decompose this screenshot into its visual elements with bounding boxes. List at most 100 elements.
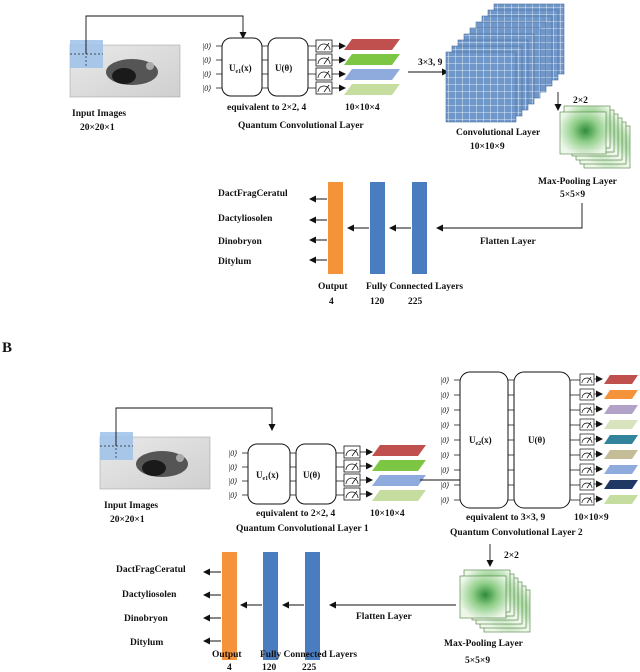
panel-b: Input Images 20×20×1 |0⟩ |0⟩ |0⟩ |0⟩ Ue1… xyxy=(99,371,638,672)
qconv1-label-b: Quantum Convolutional Layer 1 xyxy=(236,524,369,534)
input-dims-a: 20×20×1 xyxy=(80,123,115,133)
encoding-gate-label-b1: Ue1(x) xyxy=(256,470,279,482)
output-n-a: 4 xyxy=(329,297,334,307)
pool-dims-a: 5×5×9 xyxy=(560,190,585,200)
ket: |0⟩ xyxy=(440,436,449,445)
pool-label-a: Max-Pooling Layer xyxy=(538,177,618,187)
output-layer-a xyxy=(328,182,343,274)
input-image-b xyxy=(99,432,211,490)
fc-label-b: Fully Connected Layers xyxy=(260,650,357,660)
input-dims-b: 20×20×1 xyxy=(110,515,145,525)
fc-layer-120-a xyxy=(370,182,385,274)
panel-b-letter: B xyxy=(2,340,12,356)
pool-kernel-b: 2×2 xyxy=(504,551,519,561)
feature-maps-b2 xyxy=(604,375,638,504)
fc-layer-120-b xyxy=(263,552,278,660)
output-label-a: Output xyxy=(318,282,348,292)
class-label: Dactyliosolen xyxy=(122,590,177,600)
ket: |0⟩ xyxy=(440,406,449,415)
equivalent-label-b2: equivalent to 3×3, 9 xyxy=(466,513,546,523)
ket: |0⟩ xyxy=(228,463,237,472)
ket: |0⟩ xyxy=(202,42,211,51)
variational-gate-b2 xyxy=(513,371,571,509)
qconv-label-a: Quantum Convolutional Layer xyxy=(238,121,364,131)
variational-gate-label-a: U(θ) xyxy=(275,63,292,73)
fc1-n-a: 120 xyxy=(370,297,385,307)
max-pooling-stack-a xyxy=(559,105,631,169)
class-label: Dinobryon xyxy=(218,237,263,247)
input-image-a xyxy=(69,40,181,98)
qconv2-dims-b: 10×10×9 xyxy=(574,513,609,523)
measurement-icons-a xyxy=(315,39,333,95)
qubit-kets-b2: |0⟩ |0⟩ |0⟩ |0⟩ |0⟩ |0⟩ |0⟩ |0⟩ |0⟩ xyxy=(440,376,449,505)
ket: |0⟩ xyxy=(202,56,211,65)
fc-label-a: Fully Connected Layers xyxy=(366,282,463,292)
ket: |0⟩ xyxy=(202,84,211,93)
conv-arrow-label-a: 3×3, 9 xyxy=(418,58,443,68)
pool-label-b: Max-Pooling Layer xyxy=(444,639,524,649)
measurement-arrows-b2 xyxy=(594,375,603,503)
encoding-gate-label-b2: Ue2(x) xyxy=(469,435,492,447)
pool-dims-b: 5×5×9 xyxy=(465,656,490,666)
qconv-dims-a: 10×10×4 xyxy=(345,103,380,113)
equivalent-label-a: equivalent to 2×2, 4 xyxy=(227,103,307,113)
qubit-kets-b1: |0⟩ |0⟩ |0⟩ |0⟩ xyxy=(228,449,237,500)
variational-gate-a xyxy=(267,37,309,97)
ket: |0⟩ xyxy=(228,477,237,486)
conv-label-a: Convolutional Layer xyxy=(456,128,541,138)
fc-layer-225-a xyxy=(412,182,427,274)
feature-maps-b1 xyxy=(372,445,426,501)
input-label-a: Input Images xyxy=(72,109,126,119)
class-label: DactFragCeratul xyxy=(116,565,186,575)
fc-layer-225-b xyxy=(305,552,320,660)
conv-dims-a: 10×10×9 xyxy=(470,142,505,152)
ket: |0⟩ xyxy=(440,466,449,475)
qubit-kets-a: |0⟩ |0⟩ |0⟩ |0⟩ xyxy=(202,42,211,93)
conv-layer-stack-a xyxy=(445,3,565,123)
class-label: Ditylum xyxy=(218,257,251,267)
encoding-gate-label-a: Ue1(x) xyxy=(229,63,252,75)
ket: |0⟩ xyxy=(440,451,449,460)
ket: |0⟩ xyxy=(440,496,449,505)
ket: |0⟩ xyxy=(228,491,237,500)
class-label: Dactyliosolen xyxy=(218,214,273,224)
ket: |0⟩ xyxy=(228,449,237,458)
ket: |0⟩ xyxy=(440,481,449,490)
measurement-icons-b1 xyxy=(343,445,361,501)
class-arrows-a xyxy=(309,195,327,264)
feature-maps-a xyxy=(344,39,400,95)
fc2-n-a: 225 xyxy=(408,297,423,307)
measurement-arrows-b1 xyxy=(360,448,373,498)
panel-a: Input Images 20×20×1 |0⟩ |0⟩ |0⟩ |0⟩ Ue1… xyxy=(69,3,631,307)
class-label: Ditylum xyxy=(130,638,163,648)
class-label: Dinobryon xyxy=(124,614,169,624)
class-arrows-b xyxy=(203,568,221,645)
flatten-label-b: Flatten Layer xyxy=(356,612,412,622)
variational-gate-label-b1: U(θ) xyxy=(303,470,320,480)
measurement-icons-b2 xyxy=(579,373,595,506)
qconv2-label-b: Quantum Convolutional Layer 2 xyxy=(450,528,583,538)
measurement-arrows-a xyxy=(332,42,346,92)
output-label-b: Output xyxy=(212,650,242,660)
max-pooling-stack-b xyxy=(459,569,531,633)
flatten-label-a: Flatten Layer xyxy=(480,237,536,247)
variational-gate-b1 xyxy=(295,443,337,505)
variational-gate-label-b2: U(θ) xyxy=(528,435,545,445)
fc2-n-b: 225 xyxy=(302,663,317,672)
qconv1-dims-b: 10×10×4 xyxy=(370,509,405,519)
class-label: DactFragCeratul xyxy=(218,189,288,199)
encoding-gate-a xyxy=(221,37,263,97)
input-label-b: Input Images xyxy=(104,501,158,511)
equivalent-label-b1: equivalent to 2×2, 4 xyxy=(256,509,336,519)
output-n-b: 4 xyxy=(227,663,232,672)
ket: |0⟩ xyxy=(440,391,449,400)
ket: |0⟩ xyxy=(440,421,449,430)
ket: |0⟩ xyxy=(440,376,449,385)
output-layer-b xyxy=(222,552,237,660)
ket: |0⟩ xyxy=(202,70,211,79)
fc1-n-b: 120 xyxy=(262,663,277,672)
encoding-gate-b1 xyxy=(247,443,291,505)
encoding-gate-b2 xyxy=(459,371,509,509)
pool-kernel-a: 2×2 xyxy=(573,96,588,106)
